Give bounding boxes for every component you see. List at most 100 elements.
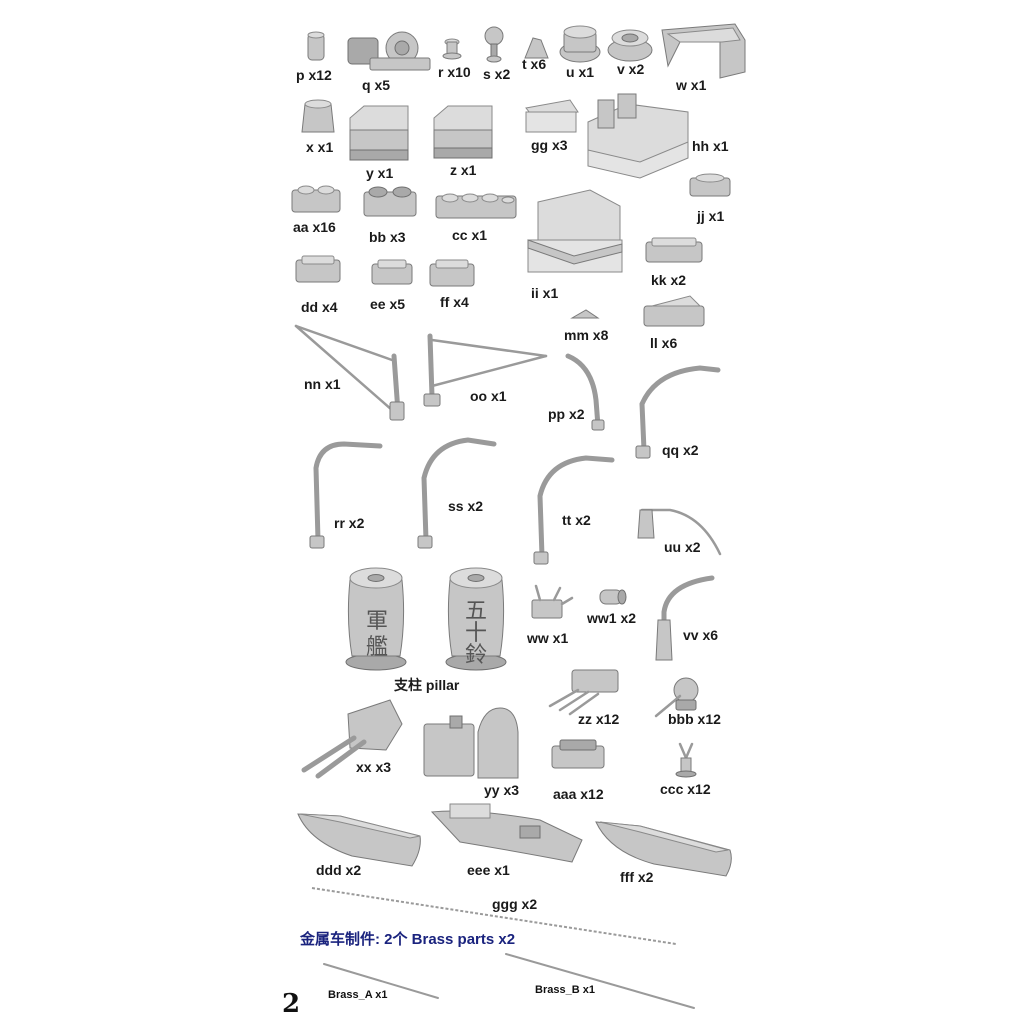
part-bbb [654,677,699,718]
part-ee [371,259,413,285]
label-gg: gg x3 [531,137,568,153]
part-w [661,23,746,79]
part-brass-b [505,953,695,1009]
label-ss: ss x2 [448,498,483,514]
pillar-right-char-1: 五 [465,599,487,624]
part-fff [595,821,732,877]
label-brass-a: Brass_A x1 [328,989,388,1001]
label-eee: eee x1 [467,862,510,878]
part-oo [423,333,548,407]
part-qq [635,365,721,459]
label-ll: ll x6 [650,335,677,351]
label-rr: rr x2 [334,515,365,531]
pillar-right-char-3: 鈴 [465,643,487,668]
label-w: w x1 [675,77,707,93]
part-p [307,31,325,61]
part-ccc [675,742,697,778]
part-pp [565,353,605,431]
part-pillar-right [445,567,507,671]
label-v: v x2 [617,61,644,77]
pillar-right-char-2: 十 [465,621,487,646]
part-zz [548,669,619,716]
part-hh [587,93,689,179]
part-kk [645,237,703,263]
part-uu [637,508,722,556]
part-t [524,37,549,59]
part-ii [527,189,623,273]
part-aa [291,185,341,213]
part-x [301,99,335,133]
page-number: 2 [282,989,300,1019]
part-ww1 [599,589,627,605]
part-ddd [297,813,421,867]
label-p: p x12 [296,67,332,83]
part-z [433,105,493,159]
label-ww1: ww1 x2 [586,610,636,626]
label-kk: kk x2 [651,272,686,288]
label-ee: ee x5 [370,296,405,312]
pillar-left-char-2: 艦 [366,635,388,660]
label-nn: nn x1 [304,376,341,392]
part-q [347,31,431,71]
label-y: y x1 [366,165,393,181]
pillar-left-char-1: 軍 [366,609,388,634]
label-z: z x1 [450,162,477,178]
part-aaa [551,739,605,769]
label-yy: yy x3 [484,782,519,798]
part-mm [570,309,600,319]
label-ww: ww x1 [526,630,568,646]
label-jj: jj x1 [696,208,724,224]
part-ss [417,437,497,549]
part-s [484,26,504,63]
label-vv: vv x6 [683,627,718,643]
part-cc [435,193,517,219]
part-ff [429,259,475,287]
label-aaa: aaa x12 [553,786,604,802]
label-tt: tt x2 [562,512,591,528]
label-zz: zz x12 [578,711,619,727]
label-s: s x2 [483,66,510,82]
label-dd: dd x4 [301,299,338,315]
part-nn [294,324,405,421]
part-v [607,29,653,62]
part-r [442,38,462,60]
label-aa: aa x16 [293,219,336,235]
part-ll [643,295,705,327]
label-oo: oo x1 [470,388,507,404]
label-qq: qq x2 [662,442,699,458]
label-pillar: 支柱 pillar [393,677,460,693]
part-y [349,105,409,161]
label-cc: cc x1 [452,227,487,243]
brass-parts-title: 金属车制件: 2个 Brass parts x2 [299,930,515,948]
label-bbb: bbb x12 [668,711,721,727]
label-ccc: ccc x12 [660,781,711,797]
part-dd [295,255,341,283]
label-t: t x6 [522,56,546,72]
label-fff: fff x2 [620,869,654,885]
label-brass-b: Brass_B x1 [535,984,595,996]
label-pp: pp x2 [548,406,585,422]
label-xx: xx x3 [356,759,391,775]
part-eee [430,803,583,863]
label-ddd: ddd x2 [316,862,361,878]
part-bb [363,186,417,217]
part-u [559,25,601,63]
part-vv [655,575,715,661]
part-brass-a [323,963,439,999]
label-ggg: ggg x2 [492,896,537,912]
part-rr [309,441,383,549]
part-xx [301,699,403,779]
label-bb: bb x3 [369,229,406,245]
part-gg [525,99,579,133]
label-mm: mm x8 [564,327,609,343]
label-u: u x1 [566,64,594,80]
label-r: r x10 [438,64,471,80]
label-ff: ff x4 [440,294,469,310]
label-ii: ii x1 [531,285,558,301]
label-x: x x1 [306,139,333,155]
part-pillar-left [345,567,407,671]
part-jj [689,173,731,197]
part-ww [531,584,574,619]
part-tt [533,455,615,565]
